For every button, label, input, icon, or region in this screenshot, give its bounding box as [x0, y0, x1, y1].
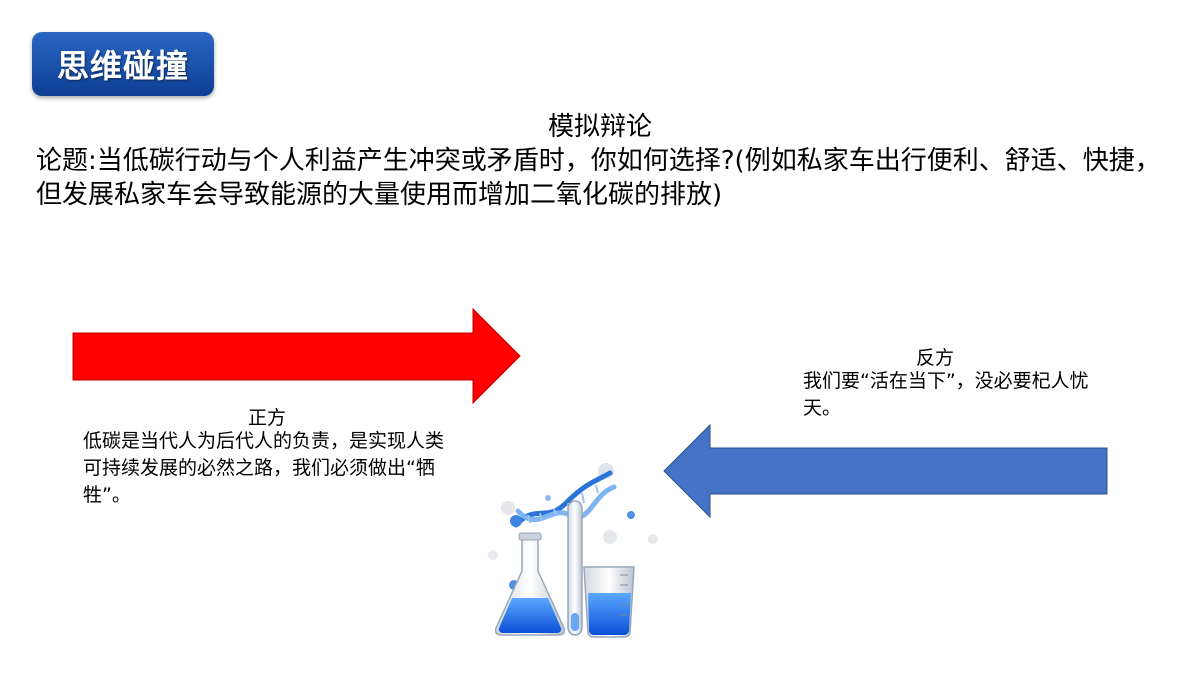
lab-flasks-dna-icon: [488, 463, 658, 638]
section-badge-label: 思维碰撞: [56, 47, 189, 85]
con-arrow: [663, 423, 1108, 519]
con-text: 我们要“活在当下”，没必要杞人忧天。: [803, 370, 1089, 419]
section-badge: 思维碰撞: [32, 32, 214, 96]
debate-topic: 论题:当低碳行动与个人利益产生冲突或矛盾时，你如何选择?(例如私家车出行便利、舒…: [36, 146, 1161, 210]
pro-title: 正方: [248, 407, 287, 429]
con-title: 反方: [916, 347, 955, 369]
debate-subtitle: 模拟辩论: [547, 112, 652, 142]
pro-arrow: [72, 307, 521, 405]
pro-text: 低碳是当代人为后代人的负责，是实现人类可持续发展的必然之路，我们必须做出“牺牲”…: [83, 430, 445, 506]
